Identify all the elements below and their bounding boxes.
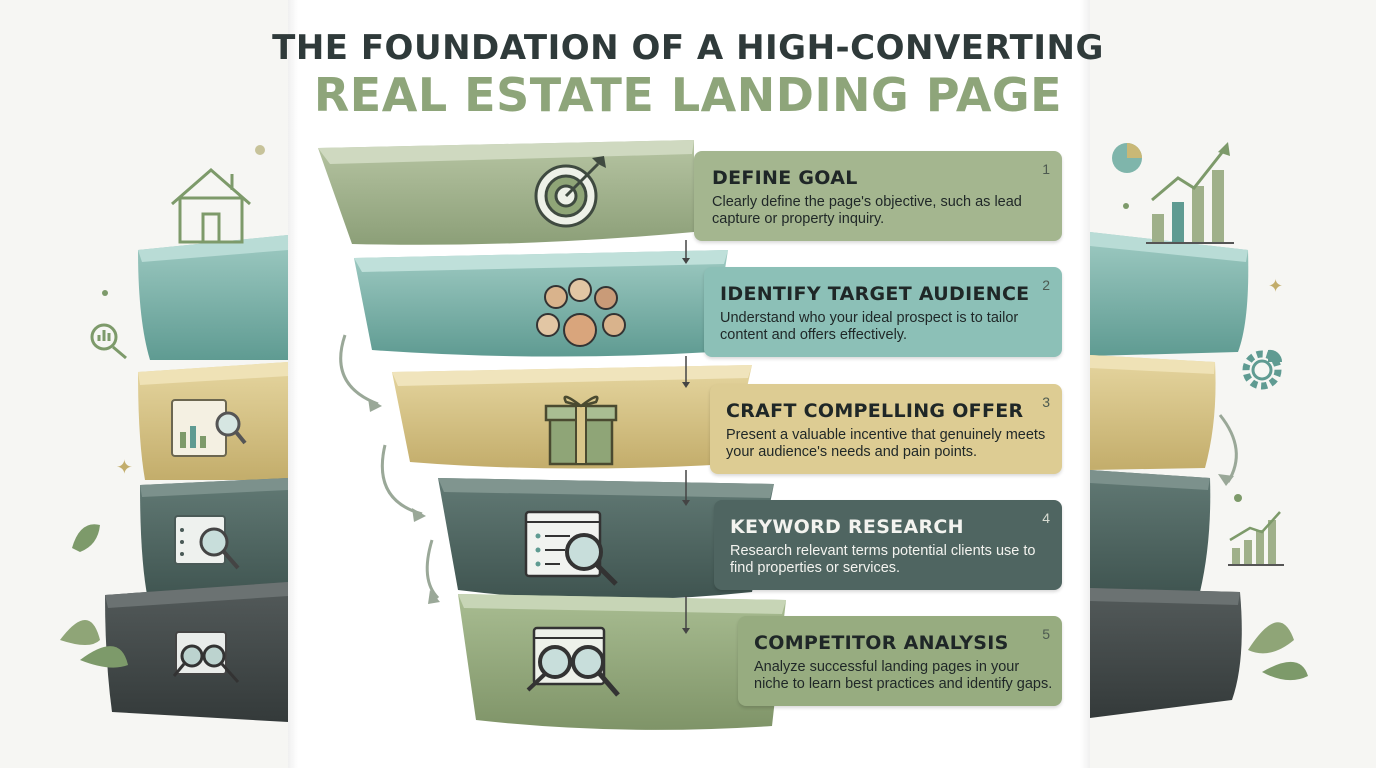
step-title: COMPETITOR ANALYSIS: [754, 632, 1009, 654]
leaf-icon: [60, 524, 128, 668]
step-card-1: DEFINE GOAL 1 Clearly define the page's …: [694, 151, 1062, 241]
keyword-search-icon: [524, 510, 618, 586]
compare-search-icon: [526, 626, 620, 697]
right-layer-stack: [1090, 232, 1249, 718]
pie-chart-icon: [1112, 143, 1142, 173]
checklist-magnifier-icon: [174, 515, 240, 570]
step-card-3: CRAFT COMPELLING OFFER 3 Present a valua…: [710, 384, 1062, 474]
step-card-5: COMPETITOR ANALYSIS 5 Analyze successful…: [738, 616, 1062, 706]
funnel-layer-1: [318, 140, 694, 245]
step-number: 5: [1042, 626, 1050, 642]
page-title-line-1: THE FOUNDATION OF A HIGH-CONVERTING: [272, 28, 1104, 68]
step-description: Analyze successful landing pages in your…: [754, 659, 1053, 692]
funnel-layer-4: [438, 478, 774, 600]
step-title: KEYWORD RESEARCH: [730, 516, 964, 538]
bar-growth-icon: [1228, 511, 1284, 566]
left-panel-shadow: [288, 0, 298, 768]
double-magnifier-icon: [172, 631, 240, 683]
step-number: 4: [1042, 510, 1050, 526]
right-panel-shadow: [1080, 0, 1090, 768]
step-number: 3: [1042, 394, 1050, 410]
step-title: CRAFT COMPELLING OFFER: [726, 400, 1024, 422]
step-card-2: IDENTIFY TARGET AUDIENCE 2 Understand wh…: [704, 267, 1062, 357]
funnel-layer-2: [354, 250, 728, 357]
sparkle-icon: ✦: [116, 455, 133, 479]
step-description: Understand who your ideal prospect is to…: [720, 310, 1019, 343]
search-chart-icon: [90, 323, 127, 360]
step-description: Research relevant terms potential client…: [730, 543, 1036, 576]
step-title: DEFINE GOAL: [712, 167, 858, 189]
house-icon: [171, 168, 251, 244]
page-title-line-2: REAL ESTATE LANDING PAGE: [313, 68, 1063, 122]
people-icon: [536, 278, 626, 347]
gear-icon: [1242, 349, 1283, 390]
step-number: 2: [1042, 277, 1050, 293]
funnel-layer-5: [458, 594, 786, 730]
leaf-icon: [1248, 622, 1308, 681]
step-card-4: KEYWORD RESEARCH 4 Research relevant ter…: [714, 500, 1062, 590]
step-title: IDENTIFY TARGET AUDIENCE: [720, 283, 1030, 305]
step-number: 1: [1042, 161, 1050, 177]
step-description: Present a valuable incentive that genuin…: [726, 427, 1046, 460]
target-icon: [534, 156, 606, 228]
sparkle-icon: ✦: [1268, 276, 1283, 297]
gift-icon: [544, 395, 618, 466]
step-description: Clearly define the page's objective, suc…: [712, 194, 1022, 227]
report-magnifier-icon: [171, 399, 247, 457]
growth-chart-icon: [1146, 142, 1234, 244]
